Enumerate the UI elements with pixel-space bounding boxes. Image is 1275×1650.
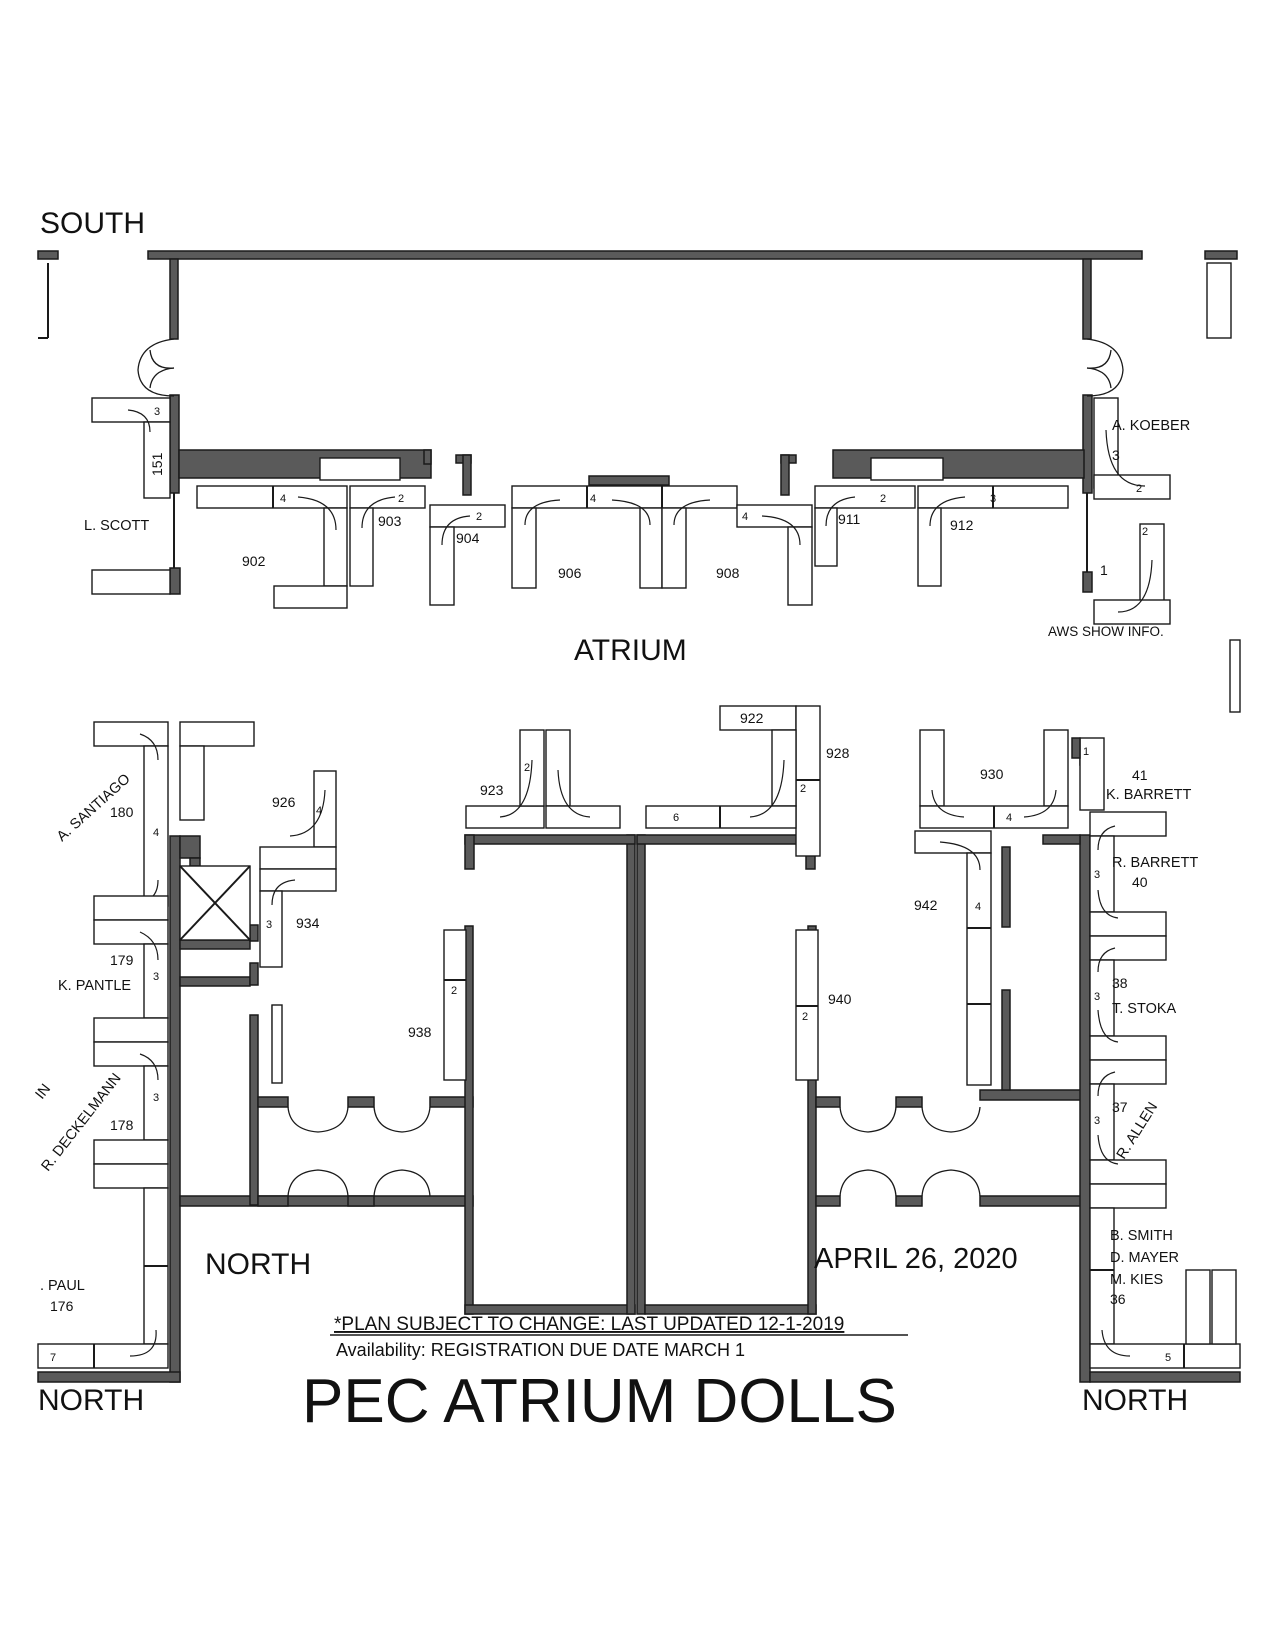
table-count: 3	[153, 971, 159, 983]
booth-36: 36	[1110, 1291, 1126, 1307]
exhibitor-kies: M. KIES	[1110, 1272, 1163, 1288]
booth-928: 928	[826, 745, 850, 761]
booth-930: 930	[980, 766, 1004, 782]
exhibitor-mayer: D. MAYER	[1110, 1250, 1179, 1266]
booth-911: 911	[838, 511, 861, 527]
booth-180: 180	[110, 804, 134, 820]
table-count: 3	[154, 406, 160, 418]
booth-2: 2	[1142, 526, 1148, 538]
table-count: 2	[1136, 483, 1142, 495]
booth-41: 41	[1132, 767, 1148, 783]
table-count: 4	[975, 901, 981, 913]
table-count: 2	[451, 985, 457, 997]
exhibitor-r-barrett: R. BARRETT	[1112, 855, 1198, 871]
table-count: 2	[524, 762, 530, 774]
booth-903: 903	[378, 513, 402, 529]
table-count: 4	[316, 805, 322, 817]
table-count: 5	[1165, 1352, 1171, 1364]
north-heading-center: NORTH	[205, 1248, 311, 1281]
booth-934: 934	[296, 915, 320, 931]
event-date: APRIL 26, 2020	[814, 1243, 1018, 1275]
table-count: 2	[800, 783, 806, 795]
table-count: 6	[673, 812, 679, 824]
booth-37: 37	[1112, 1099, 1128, 1115]
event-title: PEC ATRIUM DOLLS	[302, 1367, 897, 1436]
table-count: 4	[280, 493, 286, 505]
booth-1: 1	[1100, 562, 1108, 578]
booth-940: 940	[828, 991, 852, 1007]
booth-922: 922	[740, 710, 764, 726]
booth-176: 176	[50, 1298, 74, 1314]
booth-902: 902	[242, 553, 266, 569]
exhibitor-paul: . PAUL	[40, 1278, 85, 1294]
table-count: 3	[153, 1092, 159, 1104]
exhibitor-pantle: K. PANTLE	[58, 978, 131, 994]
north-heading-left: NORTH	[38, 1384, 144, 1417]
availability: Availability: REGISTRATION DUE DATE MARC…	[336, 1340, 745, 1360]
booth-178: 178	[110, 1117, 134, 1133]
table-count: 3	[1094, 1115, 1100, 1127]
south-hall-walls	[37, 250, 1238, 595]
table-count: 7	[50, 1352, 56, 1364]
booth-908: 908	[716, 565, 740, 581]
booth-38: 38	[1112, 975, 1128, 991]
north-hall-walls	[37, 742, 1241, 1383]
table-count: 2	[398, 493, 404, 505]
table-count: 3	[266, 919, 272, 931]
exhibitor-smith: B. SMITH	[1110, 1228, 1173, 1244]
booth-912: 912	[950, 517, 974, 533]
table-count: 2	[880, 493, 886, 505]
table-count: 4	[153, 827, 159, 839]
south-heading: SOUTH	[40, 207, 145, 240]
plan-text: SOUTH ATRIUM NORTH NORTH NORTH APRIL 26,…	[33, 207, 1199, 1436]
booth-926: 926	[272, 794, 296, 810]
north-heading-right: NORTH	[1082, 1384, 1188, 1417]
plan-notice: *PLAN SUBJECT TO CHANGE: LAST UPDATED 12…	[334, 1314, 844, 1335]
table-count: 4	[1006, 812, 1012, 824]
exhibitor-aws: AWS SHOW INFO.	[1048, 624, 1164, 639]
exhibitor-koeber: A. KOEBER	[1112, 418, 1190, 434]
south-doors	[137, 338, 1124, 397]
booth-151: 151	[149, 452, 165, 476]
booth-942: 942	[914, 897, 938, 913]
atrium-heading: ATRIUM	[574, 634, 687, 667]
booth-906: 906	[558, 565, 582, 581]
table-count: 3	[990, 493, 996, 505]
booth-923: 923	[480, 782, 504, 798]
table-count: 4	[590, 493, 596, 505]
table-count: 3	[1112, 447, 1120, 463]
booth-179: 179	[110, 952, 134, 968]
table-count: 3	[1094, 991, 1100, 1003]
north-booths	[37, 705, 1241, 1369]
booth-40: 40	[1132, 874, 1148, 890]
south-booths	[91, 397, 1241, 713]
exhibitor-in: IN	[33, 1081, 55, 1102]
booth-938: 938	[408, 1024, 432, 1040]
north-doors	[287, 1106, 981, 1197]
exhibitor-k-barrett: K. BARRETT	[1106, 787, 1192, 803]
exhibitor-scott: L. SCOTT	[84, 518, 149, 534]
table-count: 2	[476, 511, 482, 523]
table-count: 4	[742, 511, 748, 523]
table-count: 2	[802, 1011, 808, 1023]
table-count: 3	[1094, 869, 1100, 881]
booth-904: 904	[456, 530, 480, 546]
table-count: 1	[1083, 746, 1089, 758]
exhibitor-stoka: T. STOKA	[1112, 1001, 1177, 1017]
